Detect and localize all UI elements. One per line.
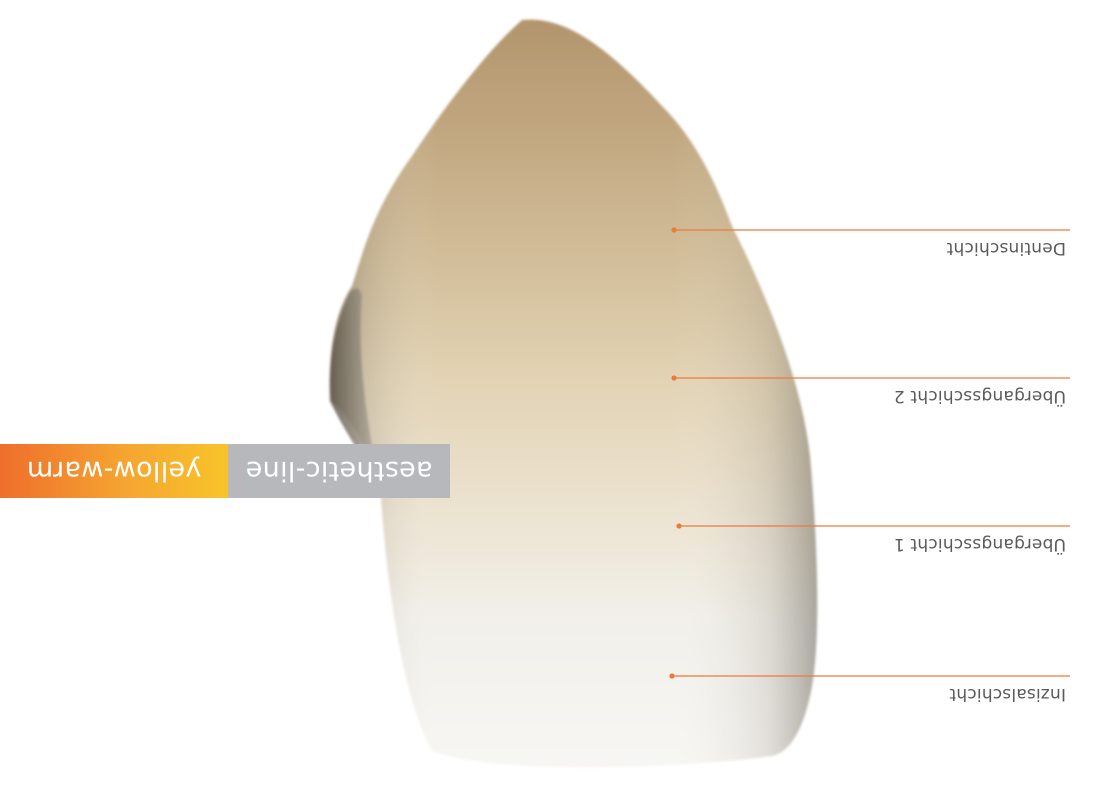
layer-label-incisal: Inzisalschicht [949, 684, 1066, 704]
callout-dot-transition-2 [671, 375, 676, 380]
callout-dot-transition-1 [676, 523, 681, 528]
tooth-shape [330, 20, 818, 768]
callout-dot-incisal [669, 673, 674, 678]
badge-line-name: aesthetic-line [228, 444, 450, 498]
product-line-badge: aesthetic-line yellow-warm [0, 444, 450, 498]
layer-label-dentin: Dentinschicht [946, 238, 1066, 258]
badge-variant-name: yellow-warm [0, 444, 228, 498]
layer-label-transition-1: Übergangsschicht 1 [894, 534, 1066, 554]
callout-dot-dentin [671, 227, 676, 232]
layer-label-transition-2: Übergangsschicht 2 [894, 386, 1066, 406]
